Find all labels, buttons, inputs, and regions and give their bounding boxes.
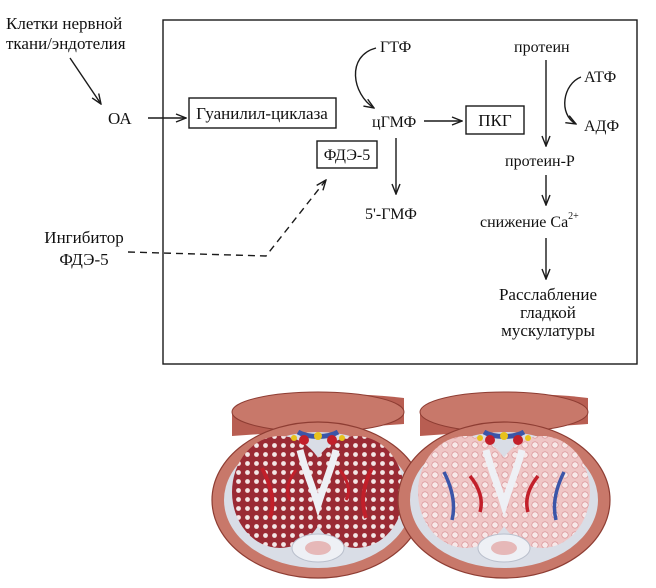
five-gmp-label: 5'-ГМФ bbox=[365, 206, 417, 223]
source-label-line2: ткани/эндотелия bbox=[6, 34, 126, 53]
pde5-box bbox=[316, 140, 378, 169]
no-label: ОА bbox=[108, 109, 132, 128]
arrow-atp-to-adp bbox=[564, 76, 582, 124]
adp-label: АДФ bbox=[584, 118, 619, 135]
protein-p-label: протеин-Р bbox=[505, 153, 575, 170]
result-line2: гладкой bbox=[520, 303, 576, 322]
arrow-gtp-to-cgmp bbox=[354, 47, 377, 108]
protein-label: протеин bbox=[514, 39, 570, 56]
pkg-box bbox=[465, 105, 525, 135]
inhibitor-dashed-arrow bbox=[127, 180, 326, 257]
atp-label: АТФ bbox=[584, 69, 616, 86]
result-line1: Расслабление bbox=[499, 285, 597, 304]
guanylyl-cyclase-label: Гуанилил-циклаза bbox=[196, 104, 328, 123]
inhibitor-line1: Ингибитор bbox=[44, 228, 123, 247]
guanylyl-cyclase-box bbox=[188, 97, 337, 129]
result-line3: мускулатуры bbox=[501, 321, 595, 340]
calcium-superscript: 2+ bbox=[568, 211, 579, 222]
cross-section-relaxed-illustration bbox=[397, 391, 611, 579]
inhibitor-line2: ФДЭ-5 bbox=[59, 250, 108, 269]
calcium-prefix: снижение Ca bbox=[480, 214, 568, 231]
pkg-label: ПКГ bbox=[478, 111, 512, 130]
cross-section-contracted-illustration bbox=[211, 391, 425, 579]
pathway-frame bbox=[162, 19, 638, 365]
source-label-line1: Клетки нервной bbox=[6, 14, 122, 33]
cgmp-label: цГМФ bbox=[372, 114, 416, 131]
pde5-label: ФДЭ-5 bbox=[324, 147, 370, 164]
calcium-label: снижение Ca2+ bbox=[480, 211, 579, 231]
arrow-source-to-no bbox=[69, 57, 101, 104]
gtp-label: ГТФ bbox=[380, 39, 411, 56]
